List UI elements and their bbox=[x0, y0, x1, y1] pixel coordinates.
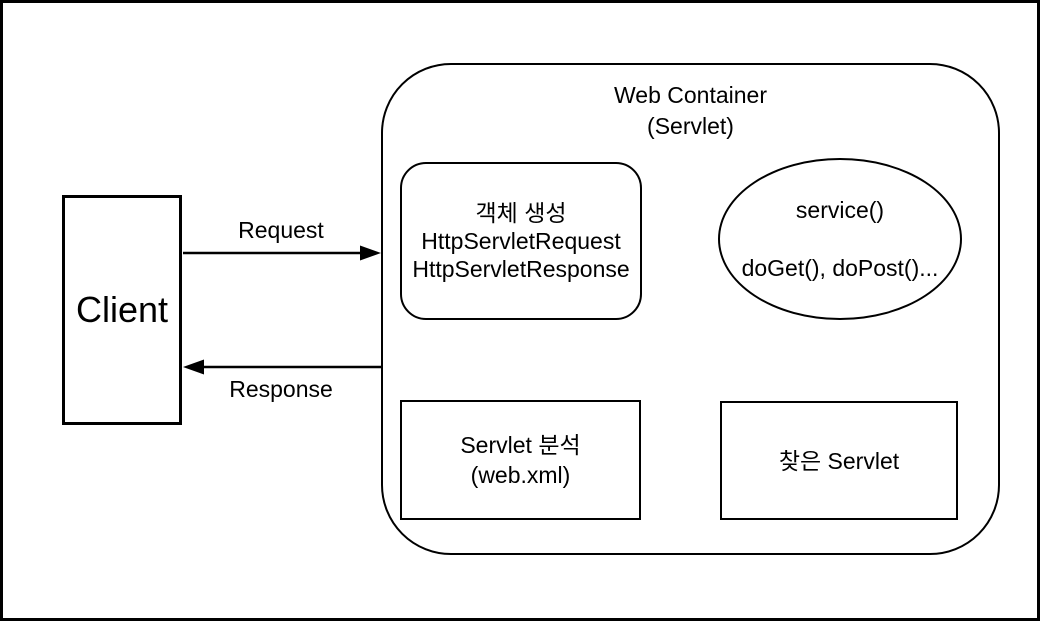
servlet-analysis-line2: (web.xml) bbox=[470, 462, 571, 488]
response-edge-label: Response bbox=[229, 376, 333, 402]
web-container-title: Web Container (Servlet) bbox=[381, 80, 1000, 142]
object-creation-node: 객체 생성 HttpServletRequest HttpServletResp… bbox=[400, 162, 642, 320]
client-label: Client bbox=[75, 289, 169, 330]
found-servlet-node: 찾은 Servlet bbox=[720, 401, 958, 520]
web-container-title-line2: (Servlet) bbox=[647, 113, 734, 139]
service-line1: service() bbox=[795, 197, 885, 223]
servlet-analysis-node: Servlet 분석 (web.xml) bbox=[400, 400, 641, 520]
web-container-title-line1: Web Container bbox=[614, 82, 767, 108]
found-servlet-label: 찾은 Servlet bbox=[778, 447, 900, 474]
object-creation-line3: HttpServletResponse bbox=[412, 256, 630, 282]
request-edge-label: Request bbox=[238, 217, 324, 243]
object-creation-line2: HttpServletRequest bbox=[421, 228, 621, 254]
client-node: Client bbox=[62, 195, 182, 425]
request-arrow bbox=[183, 245, 381, 261]
response-arrow bbox=[183, 359, 381, 375]
servlet-analysis-line1: Servlet 분석 bbox=[460, 432, 581, 458]
object-creation-line1: 객체 생성 bbox=[475, 200, 567, 226]
service-line2: doGet(), doPost()... bbox=[741, 255, 939, 281]
service-ellipse-node: service() doGet(), doPost()... bbox=[718, 158, 962, 320]
